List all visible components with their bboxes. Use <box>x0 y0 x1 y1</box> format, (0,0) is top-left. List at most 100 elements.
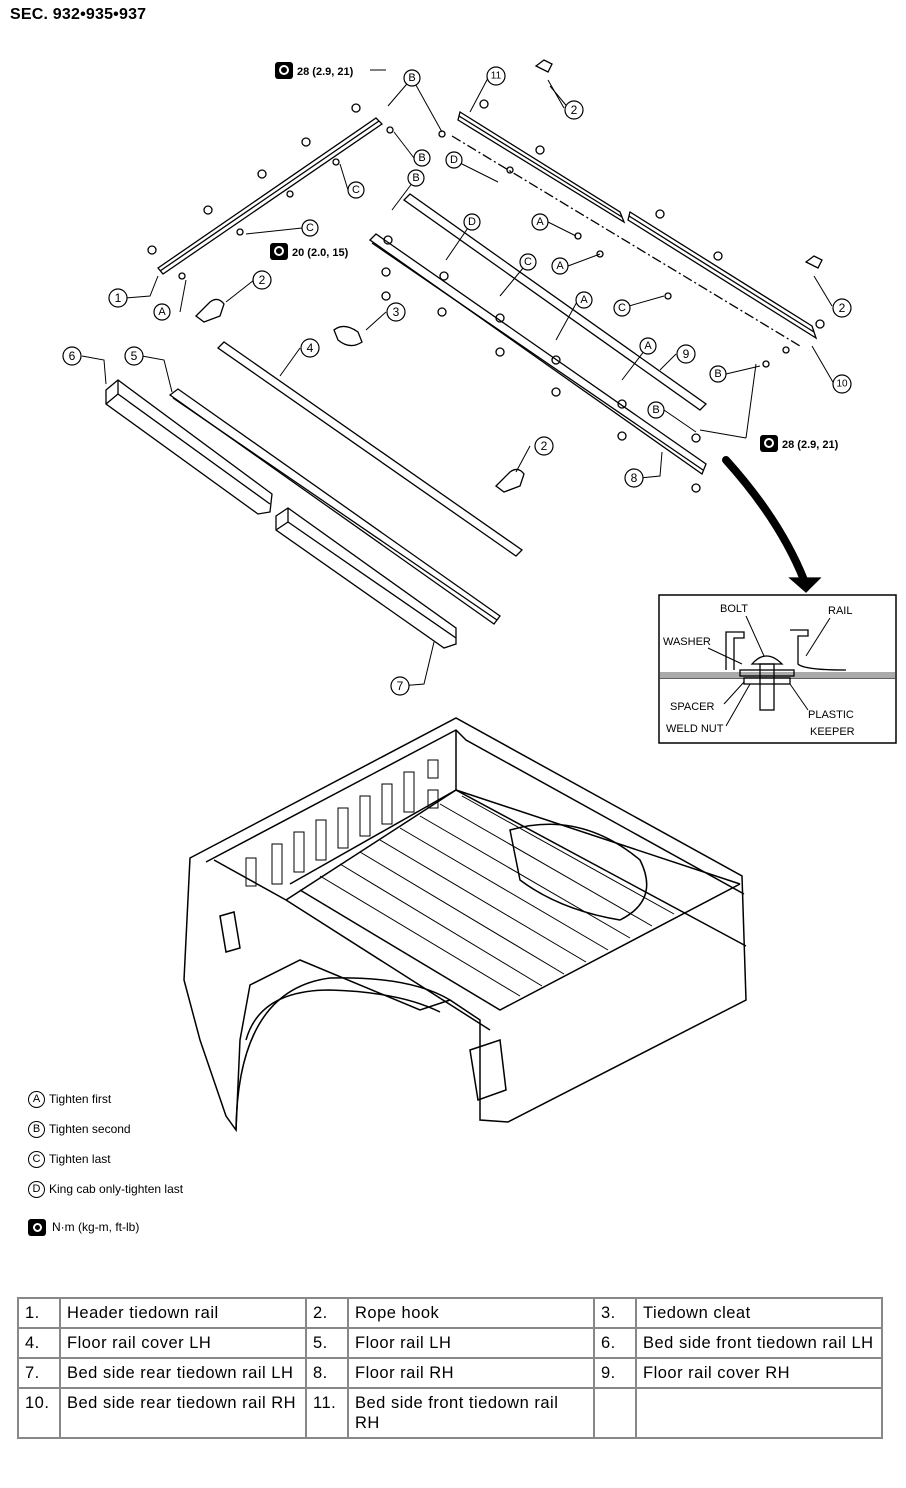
part-number: 11. <box>305 1387 349 1439</box>
callout-4: 4 <box>307 341 314 355</box>
legend-text: Tighten second <box>49 1122 131 1136</box>
table-row: 7. Bed side rear tiedown rail LH 8. Floo… <box>17 1357 883 1389</box>
exploded-diagram: 1 2 3 4 5 6 7 8 9 10 11 2 2 2 A C C B B … <box>62 59 897 1133</box>
legend-letter: A <box>28 1090 45 1108</box>
leader-lines <box>81 69 835 687</box>
callout-2: 2 <box>839 301 846 315</box>
legend-item: A Tighten first <box>28 1084 183 1114</box>
part-name: Rope hook <box>347 1297 595 1329</box>
part-name: Bed side front tiedown rail RH <box>347 1387 595 1439</box>
parts-table: 1. Header tiedown rail 2. Rope hook 3. T… <box>17 1297 883 1439</box>
callout-2: 2 <box>259 273 266 287</box>
table-row: 1. Header tiedown rail 2. Rope hook 3. T… <box>17 1297 883 1329</box>
legend-letter: B <box>28 1120 45 1138</box>
legend-item: C Tighten last <box>28 1144 183 1174</box>
part-number: 7. <box>17 1357 61 1389</box>
truck-bed <box>183 717 747 1133</box>
wrench-icon <box>760 435 778 452</box>
part-number: 2. <box>305 1297 349 1329</box>
floor-rail-rh <box>368 233 707 476</box>
callout-b: B <box>418 152 425 164</box>
header-tiedown-rail <box>157 117 384 275</box>
callout-b: B <box>412 172 419 184</box>
tiedown-cleat <box>333 325 363 347</box>
section-code: SEC. 932•935•937 <box>10 6 147 23</box>
callout-b: B <box>714 368 721 380</box>
legend-text: King cab only-tighten last <box>49 1182 184 1196</box>
part-name: Floor rail cover RH <box>635 1357 883 1389</box>
torque-label: 28 (2.9, 21) <box>760 435 839 452</box>
part-name: Floor rail cover LH <box>59 1327 307 1359</box>
detail-label-weld-nut: WELD NUT <box>666 723 724 735</box>
part-name: Floor rail LH <box>347 1327 595 1359</box>
legend: A Tighten first B Tighten second C Tight… <box>28 1084 183 1242</box>
callout-c: C <box>524 256 532 268</box>
legend-letter: D <box>28 1180 45 1198</box>
part-number: 3. <box>593 1297 637 1329</box>
bed-side-front-tiedown-rail-rh <box>457 110 626 224</box>
svg-text:28 (2.9, 21): 28 (2.9, 21) <box>297 66 354 78</box>
callout-7: 7 <box>397 679 404 693</box>
callout-a: A <box>536 216 544 228</box>
callout-b: B <box>408 72 415 84</box>
part-name: Header tiedown rail <box>59 1297 307 1329</box>
callout-8: 8 <box>631 471 638 485</box>
detail-label-washer: WASHER <box>663 636 711 648</box>
part-name: Bed side front tiedown rail LH <box>635 1327 883 1359</box>
callout-a: A <box>556 260 564 272</box>
legend-letter: C <box>28 1150 45 1168</box>
legend-unit-text: N·m (kg-m, ft-lb) <box>52 1220 140 1234</box>
legend-item: D King cab only-tighten last <box>28 1174 183 1204</box>
callout-d: D <box>468 216 476 228</box>
callout-10: 10 <box>836 379 848 390</box>
detail-label-rail: RAIL <box>828 605 852 617</box>
fasteners <box>147 99 825 493</box>
svg-text:28 (2.9, 21): 28 (2.9, 21) <box>782 439 839 451</box>
detail-label-bolt: BOLT <box>720 603 748 615</box>
callout-3: 3 <box>393 305 400 319</box>
legend-item: B Tighten second <box>28 1114 183 1144</box>
bed-side-front-tiedown-rail-lh <box>105 379 273 515</box>
part-number: 1. <box>17 1297 61 1329</box>
callout-9: 9 <box>683 347 690 361</box>
legend-text: Tighten first <box>49 1092 112 1106</box>
bed-side-rear-tiedown-rail-rh <box>627 210 818 340</box>
part-name: Tiedown cleat <box>635 1297 883 1329</box>
callout-a: A <box>580 294 588 306</box>
callout-b: B <box>652 404 659 416</box>
floor-rail-cover-rh <box>402 193 708 411</box>
detail-label-spacer: SPACER <box>670 701 714 713</box>
detail-label-keeper: KEEPER <box>810 726 855 738</box>
part-name: Bed side rear tiedown rail LH <box>59 1357 307 1389</box>
part-number: 9. <box>593 1357 637 1389</box>
part-number: 6. <box>593 1327 637 1359</box>
callout-2: 2 <box>571 103 578 117</box>
table-row: 4. Floor rail cover LH 5. Floor rail LH … <box>17 1327 883 1359</box>
part-name: Floor rail RH <box>347 1357 595 1389</box>
part-number: 8. <box>305 1357 349 1389</box>
callout-c: C <box>618 302 626 314</box>
callout-11: 11 <box>491 71 502 82</box>
part-name <box>635 1387 883 1439</box>
callout-5: 5 <box>131 349 138 363</box>
wrench-icon <box>270 243 288 260</box>
callout-a: A <box>158 306 166 318</box>
callout-1: 1 <box>115 291 122 305</box>
callout-6: 6 <box>69 349 76 363</box>
part-number: 5. <box>305 1327 349 1359</box>
callout-2: 2 <box>541 439 548 453</box>
floor-rail-cover-lh <box>216 341 524 557</box>
wrench-icon <box>28 1218 46 1236</box>
torque-label: 28 (2.9, 21) <box>275 62 354 79</box>
svg-text:20 (2.0, 15): 20 (2.0, 15) <box>292 247 349 259</box>
callout-a: A <box>644 340 652 352</box>
part-name: Bed side rear tiedown rail RH <box>59 1387 307 1439</box>
wrench-icon <box>275 62 293 79</box>
bed-side-rear-tiedown-rail-lh <box>275 507 457 649</box>
callout-c: C <box>306 222 314 234</box>
rope-hook <box>195 59 823 493</box>
callout-c: C <box>352 184 360 196</box>
legend-unit: N·m (kg-m, ft-lb) <box>28 1212 183 1242</box>
detail-label-plastic: PLASTIC <box>808 709 854 721</box>
part-number <box>593 1387 637 1439</box>
